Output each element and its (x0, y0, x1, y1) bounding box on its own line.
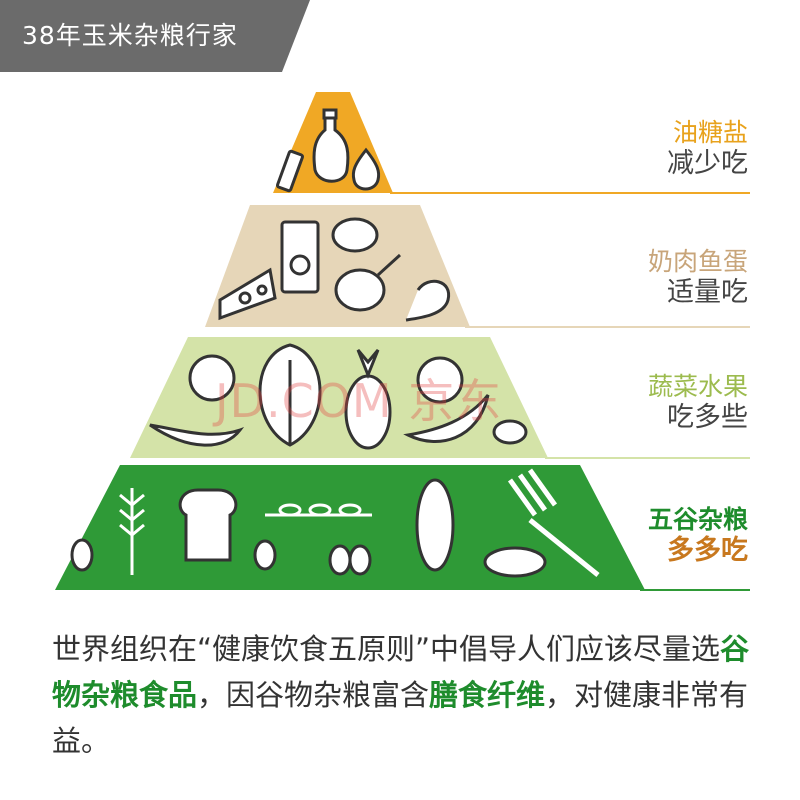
walnut-icon (331, 217, 379, 253)
tier-3-top: 蔬菜水果 (647, 372, 748, 401)
bean-icon (70, 538, 372, 576)
tier-grains (55, 465, 750, 591)
tier-2-bottom: 适量吃 (667, 277, 748, 308)
tier-4-label: 五谷杂粮 多多吃 (648, 505, 748, 567)
spinach-leaf-icon (258, 343, 322, 447)
badge-background (0, 0, 310, 72)
tier-1-bottom: 减少吃 (667, 148, 748, 179)
para-text-2: ，因谷物杂粮富含 (197, 678, 430, 712)
highlight-dietary-fiber: 膳食纤维 (429, 678, 546, 712)
food-pyramid (55, 92, 750, 591)
sugar-drop-icon (351, 147, 381, 191)
para-text-1: 世界组织在“健康饮食五原则”中倡导人们应该尽量选 (52, 632, 721, 666)
coconut-icon (492, 419, 528, 445)
shrimp-icon (405, 279, 451, 322)
bread-icon (178, 488, 238, 562)
tier-2-label: 奶肉鱼蛋 适量吃 (648, 247, 748, 309)
para-text-3: ，对健康非常有益。 (52, 678, 749, 758)
milk-carton-icon (280, 220, 320, 294)
tier-3-bottom: 吃多些 (667, 402, 748, 433)
tier-1-top: 油糖盐 (672, 118, 748, 147)
berry-icon (188, 354, 236, 402)
highlight-grain-food: 谷物杂粮食品 (52, 632, 750, 712)
cheese-icon (218, 267, 277, 321)
brand-badge: 38年玉米杂粮行家 (0, 0, 310, 72)
apple-icon (416, 356, 464, 404)
tier-1-label: 油糖盐 减少吃 (667, 118, 748, 180)
tier-dairy-meat (205, 205, 750, 328)
tier-oil-sugar-salt (273, 92, 750, 194)
chicken-leg-icon (334, 253, 402, 312)
description-paragraph: 世界组织在“健康饮食五原则”中倡导人们应该尽量选谷物杂粮食品，因谷物杂粮富含膳食… (52, 626, 772, 764)
tier-2-top: 奶肉鱼蛋 (647, 247, 748, 276)
tier-4-bottom: 多多吃 (667, 535, 748, 566)
tier-3-label: 蔬菜水果 吃多些 (648, 372, 748, 434)
badge-text: 38年玉米杂粮行家 (22, 21, 238, 50)
salt-packet-icon (275, 149, 305, 193)
watermark: JD.COM 京东 (215, 374, 503, 428)
oil-bottle-icon (312, 108, 350, 183)
chili-pepper-icon (149, 423, 245, 447)
melon-slice-icon (403, 394, 490, 443)
fork-icon (507, 468, 600, 577)
tier-vegetables-fruits (130, 337, 750, 459)
wheat-icon (119, 488, 145, 575)
pineapple-icon (344, 349, 392, 450)
grain-ear-icon (265, 503, 372, 517)
tier-4-top: 五谷杂粮 (647, 505, 748, 534)
corn-icon (415, 478, 455, 572)
sweet-potato-icon (483, 546, 547, 578)
